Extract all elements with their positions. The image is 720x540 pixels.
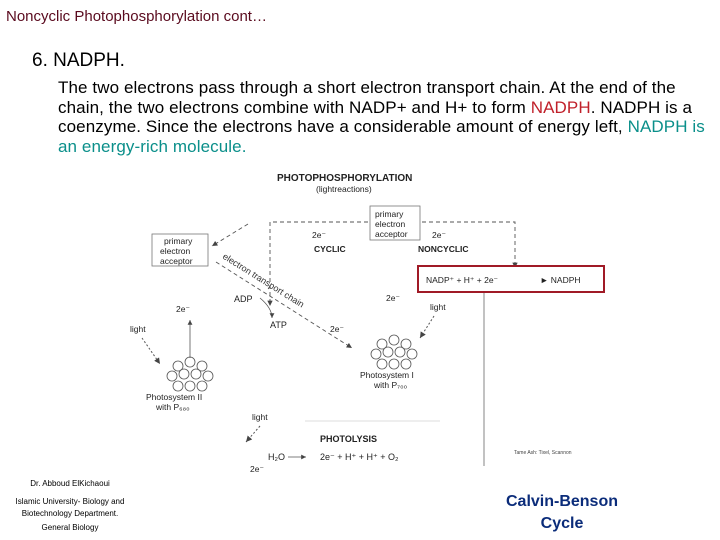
slide-title: Noncyclic Photophosphorylation cont…: [6, 8, 267, 25]
acceptor-left-line1: primary: [164, 236, 193, 246]
photosystem2-p680: with P₆₈₀: [155, 402, 190, 412]
light-arrow-photolysis: [245, 425, 261, 443]
primary-acceptor-left-box: [151, 233, 209, 267]
photosystem2-label: Photosystem II: [146, 392, 202, 402]
atp-arrow: [259, 297, 275, 319]
university-line2: Biotechnology Department.: [21, 509, 119, 518]
electron-label-mid: 2e⁻: [386, 293, 400, 303]
adp-label: ADP: [234, 294, 253, 304]
acceptor-top-line3: acceptor: [375, 229, 408, 239]
acceptor-top-line1: primary: [375, 209, 404, 219]
photosystem1-p700: with P₇₀₀: [373, 380, 408, 390]
nadph-box: [417, 265, 605, 293]
light-arrow-ps2: [141, 337, 161, 365]
acceptor-left-line3: acceptor: [160, 256, 193, 266]
tiny-caption: Tame Ash: Tixel, Scannon: [514, 450, 572, 456]
h2o-label: H₂O: [268, 452, 285, 462]
photolysis-label: PHOTOLYSIS: [320, 434, 377, 444]
light-arrow-ps1: [419, 315, 435, 339]
cyclic-label: CYCLIC: [314, 244, 346, 254]
acceptor-left-line2: electron: [160, 246, 191, 256]
photosystem2-cluster: [166, 356, 214, 392]
calvin-line2: Cycle: [540, 515, 584, 532]
paragraph-text-1: The two electrons pass through a short e…: [58, 78, 676, 117]
electron-label-cyclic: 2e⁻: [312, 230, 326, 240]
nadph-product: ► NADPH: [540, 275, 581, 285]
etc-arrow: [215, 261, 353, 349]
author-name: Dr. Abboud ElKichaoui: [30, 479, 110, 488]
atp-label: ATP: [270, 320, 287, 330]
photophosphorylation-diagram: PHOTOPHOSPHORYLATION (lightreactions) pr…: [130, 173, 605, 474]
photolysis-products: 2e⁻ + H⁺ + H⁺ + O₂: [320, 452, 399, 462]
electron-label-left: 2e⁻: [176, 304, 190, 314]
course-name: General Biology: [41, 523, 99, 532]
light-label-photolysis: light: [252, 412, 268, 422]
energy-rich-highlight: NADPH is an energy-rich molecule.: [58, 117, 705, 156]
nadph-highlight: NADPH: [530, 97, 591, 117]
nadp-equation: NADP⁺ + H⁺ + 2e⁻: [426, 275, 499, 285]
photosystem1-label: Photosystem I: [360, 370, 414, 380]
noncyclic-arrow-top: [422, 221, 518, 268]
calvin-line1: Calvin-Benson: [505, 493, 618, 510]
electron-label-etc: 2e⁻: [330, 324, 344, 334]
diagram-subtitle: (lightreactions): [316, 184, 372, 194]
light-label-ps2: light: [130, 324, 146, 334]
noncyclic-label: NONCYCLIC: [418, 244, 469, 254]
photosystem1-cluster: [370, 334, 418, 370]
section-heading: 6. NADPH.: [32, 50, 125, 71]
body-paragraph: The two electrons pass through a short e…: [58, 78, 708, 156]
acceptor-left-arrow: [211, 223, 249, 247]
electron-label-bottom: 2e⁻: [250, 464, 264, 474]
university-line1: Islamic University- Biology and: [15, 497, 125, 506]
paragraph-text-2: . NADPH is a coenzyme. Since the electro…: [58, 97, 693, 137]
cyclic-arrow-top: [267, 221, 368, 306]
acceptor-top-line2: electron: [375, 219, 406, 229]
light-label-ps1: light: [430, 302, 446, 312]
primary-acceptor-top-box: [369, 205, 421, 241]
electron-label-noncyclic: 2e⁻: [432, 230, 446, 240]
diagram-title: PHOTOPHOSPHORYLATION: [277, 173, 412, 184]
